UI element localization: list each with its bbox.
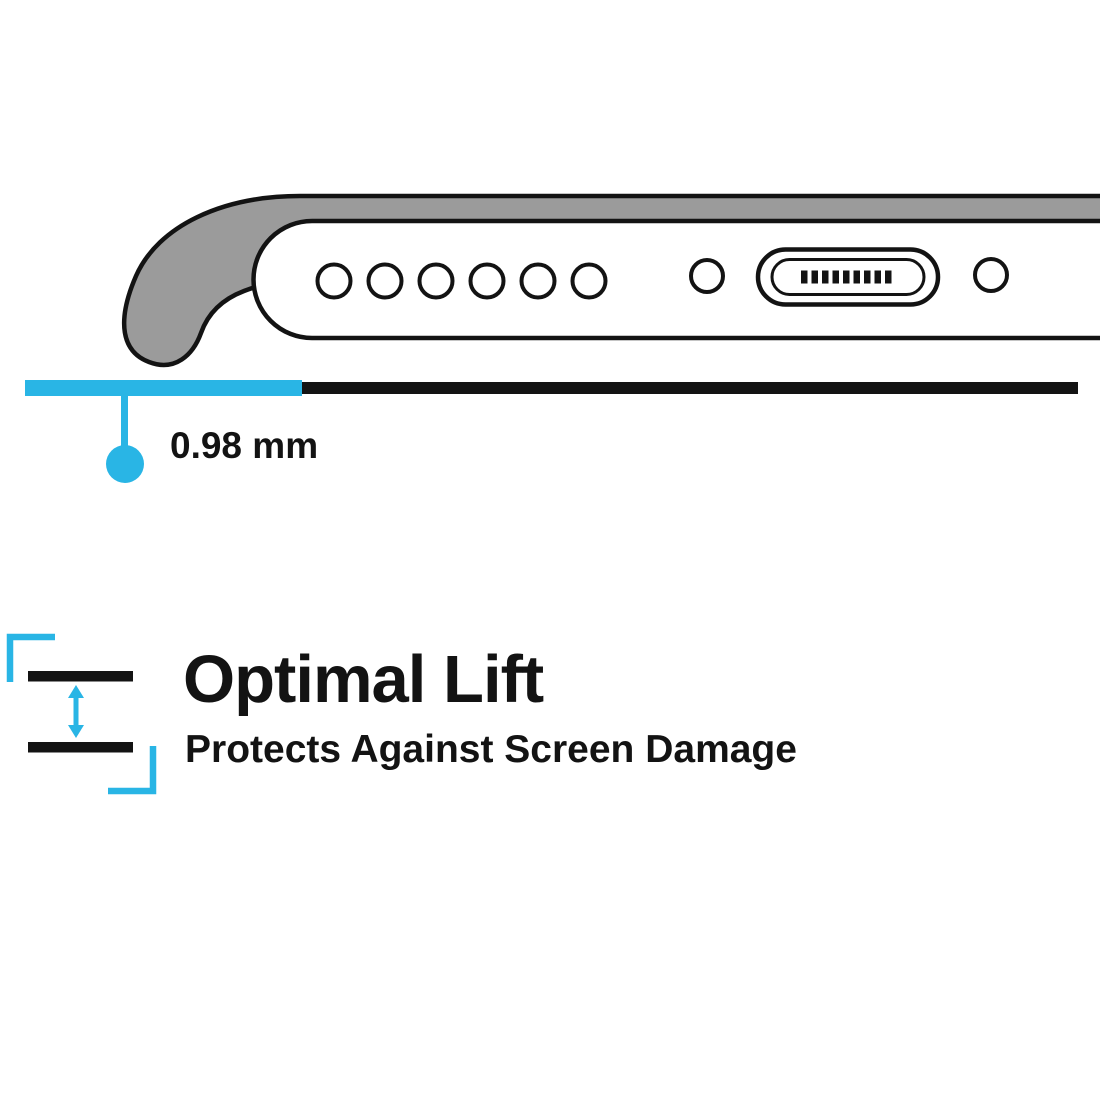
mic-hole-icon bbox=[689, 258, 725, 294]
speaker-holes-icon bbox=[315, 262, 608, 300]
feature-subtitle: Protects Against Screen Damage bbox=[185, 728, 797, 771]
vertical-double-arrow-icon bbox=[68, 685, 84, 738]
bracket-bottom-right bbox=[108, 746, 157, 795]
measurement-dot bbox=[106, 445, 144, 483]
bracket-top-left bbox=[6, 633, 55, 682]
screw-hole-icon bbox=[973, 257, 1009, 293]
feature-title: Optimal Lift bbox=[183, 642, 544, 717]
measurement-leader-line bbox=[121, 394, 128, 448]
bottom-surface-bar bbox=[28, 742, 133, 753]
top-surface-bar bbox=[28, 671, 133, 682]
charging-port-icon bbox=[755, 247, 941, 307]
phone-bottom-edge-illustration bbox=[122, 193, 1100, 368]
lift-gap-arrow-icon bbox=[6, 633, 157, 795]
surface-baseline bbox=[302, 382, 1078, 394]
lift-highlight-bar bbox=[25, 380, 302, 396]
measurement-label: 0.98 mm bbox=[170, 425, 319, 466]
